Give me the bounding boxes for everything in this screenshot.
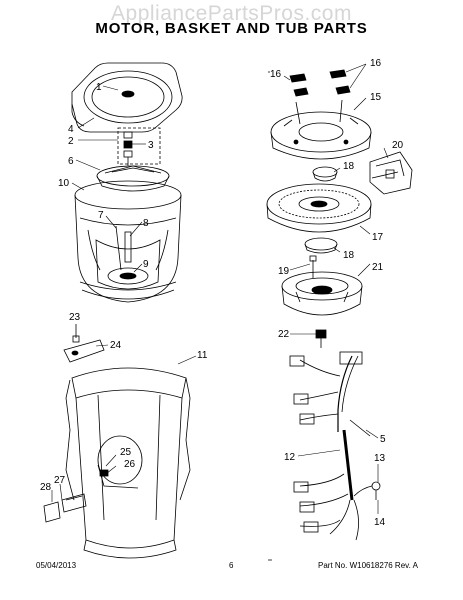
- callout-2: 2: [68, 136, 74, 147]
- footer-date: 05/04/2013: [36, 561, 77, 570]
- callout-6: 6: [68, 156, 74, 167]
- callout-22: 22: [278, 329, 290, 340]
- footer-part-number: Part No. W10618276 Rev. A: [318, 561, 418, 570]
- callout-4: 4: [68, 124, 74, 135]
- page-title: MOTOR, BASKET AND TUB PARTS: [95, 20, 368, 37]
- watermark-text: AppliancePartsPros.com: [111, 2, 352, 25]
- impeller-cap-drawing: [96, 165, 170, 192]
- callout-5: 5: [380, 434, 386, 445]
- callout-23: 23: [69, 312, 81, 323]
- callout-12: 12: [284, 452, 296, 463]
- tub-bracket-drawing: [63, 324, 105, 363]
- callout-19: 19: [278, 266, 290, 277]
- callout-26: 26: [124, 459, 136, 470]
- callout-9: 9: [143, 259, 149, 270]
- shift-actuator-drawing: [369, 151, 413, 195]
- clip-set-drawing: [289, 69, 351, 97]
- callout-17: 17: [372, 232, 384, 243]
- callout-18-lower: 18: [343, 250, 355, 261]
- callout-7: 7: [98, 210, 104, 221]
- callout-1: 1: [96, 82, 102, 93]
- motor-bolt-drawing: [315, 329, 327, 348]
- upper-bearing-drawing: [312, 166, 338, 182]
- callout-18-upper: 18: [343, 161, 355, 172]
- callout-15: 15: [370, 92, 382, 103]
- drain-clip-drawing: [43, 493, 87, 523]
- wire-harness-drawing: [289, 351, 381, 541]
- wash-basket-drawing: [74, 180, 182, 303]
- callout-11: 11: [197, 350, 208, 361]
- callout-14: 14: [374, 517, 386, 528]
- mounting-plate-drawing: [270, 99, 372, 160]
- callout-16-right: 16: [370, 58, 382, 69]
- callout-labels: 1 2 3 4 5 6 7 8 9 10 11 12 13 14 15 16 1…: [40, 58, 404, 528]
- callout-13: 13: [374, 453, 386, 464]
- outer-tub-drawing: [65, 367, 191, 559]
- callout-10: 10: [58, 178, 70, 189]
- leader-lines: [51, 63, 389, 514]
- lower-bearing-drawing: [304, 237, 338, 254]
- callout-20: 20: [392, 140, 404, 151]
- callout-3: 3: [148, 140, 154, 151]
- stator-drawing: [281, 271, 363, 316]
- callout-16-left: 16: [270, 69, 282, 80]
- callout-28: 28: [40, 482, 52, 493]
- balance-ring-drawing: [71, 62, 183, 133]
- callout-8: 8: [143, 218, 149, 229]
- callout-24: 24: [110, 340, 122, 351]
- rotor-drawing: [266, 183, 372, 233]
- footer-page-number: 6: [229, 561, 234, 570]
- stator-screw-drawing: [309, 255, 317, 278]
- callout-27: 27: [54, 475, 66, 486]
- callout-25: 25: [120, 447, 132, 458]
- callout-21: 21: [372, 262, 384, 273]
- hub-fastener-drawing: [117, 127, 161, 166]
